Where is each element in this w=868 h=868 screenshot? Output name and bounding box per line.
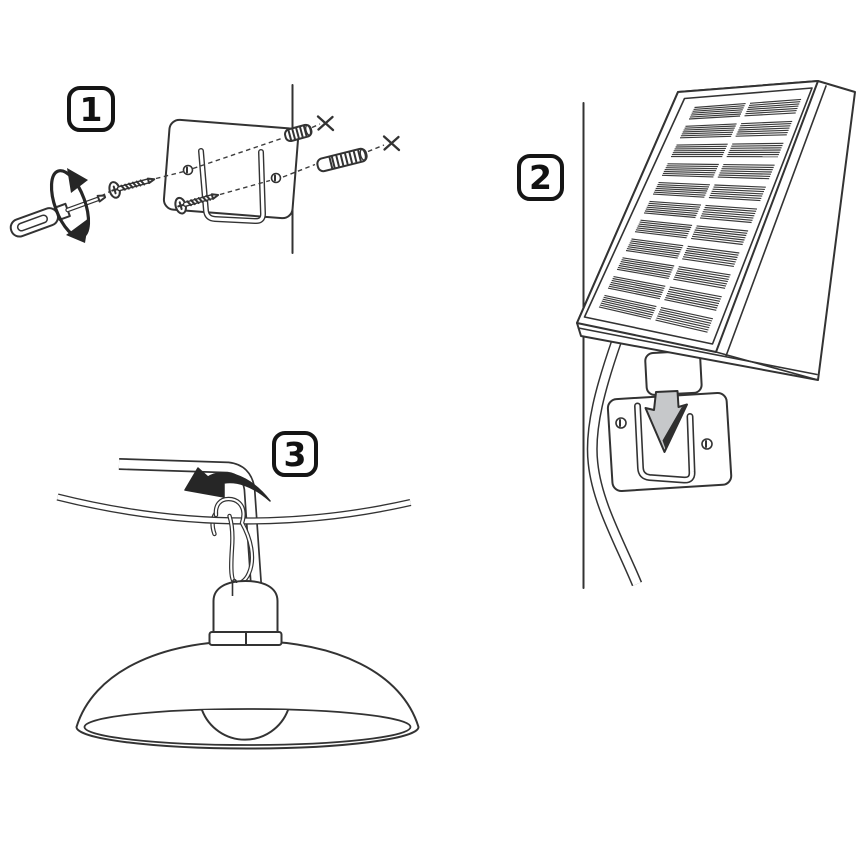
step-3-label: 3 — [283, 434, 307, 474]
step1-mount-bracket-diagram — [9, 84, 401, 254]
step-3-badge: 3 — [272, 431, 318, 477]
panel-frame-bevel — [583, 87, 813, 345]
wall-anchor-lower — [316, 147, 368, 173]
step3-hang-lamp-diagram — [58, 464, 420, 750]
step-1-label: 1 — [79, 89, 103, 129]
step-1-badge: 1 — [67, 86, 115, 132]
drill-x-mark-upper — [316, 115, 335, 132]
panel-corner-edge — [715, 351, 819, 381]
arrow-shadow — [662, 404, 687, 449]
panel-bottom-bevel — [577, 327, 818, 376]
step-2-badge: 2 — [517, 154, 564, 201]
solar-panel — [576, 80, 856, 381]
screw-on-plate — [174, 193, 220, 215]
slide-down-arrow — [644, 390, 688, 453]
step2-solar-panel-diagram — [576, 80, 856, 588]
step-2-label: 2 — [529, 158, 552, 197]
hooking-motion-arrow — [184, 467, 271, 502]
phillips-cross-icon — [177, 201, 185, 211]
pendant-lamp — [75, 578, 420, 750]
wall-anchor-upper — [284, 123, 313, 143]
screwdriver-tip — [96, 194, 107, 203]
phillips-cross-icon — [111, 185, 119, 195]
rotation-arrow — [49, 168, 91, 243]
screwdriver-handle — [9, 207, 59, 238]
rotation-arrowhead-top — [67, 168, 88, 193]
shade-inner-rim — [83, 708, 412, 746]
drill-x-mark-lower — [382, 135, 401, 152]
floating-screw — [108, 177, 156, 199]
panel-side-bevel — [725, 85, 827, 357]
solar-cells — [598, 98, 802, 333]
lamp-socket-cap — [212, 580, 279, 634]
light-bulb — [201, 709, 289, 741]
hanging-ring — [231, 578, 238, 596]
rotation-arrowhead-bottom — [66, 218, 89, 243]
